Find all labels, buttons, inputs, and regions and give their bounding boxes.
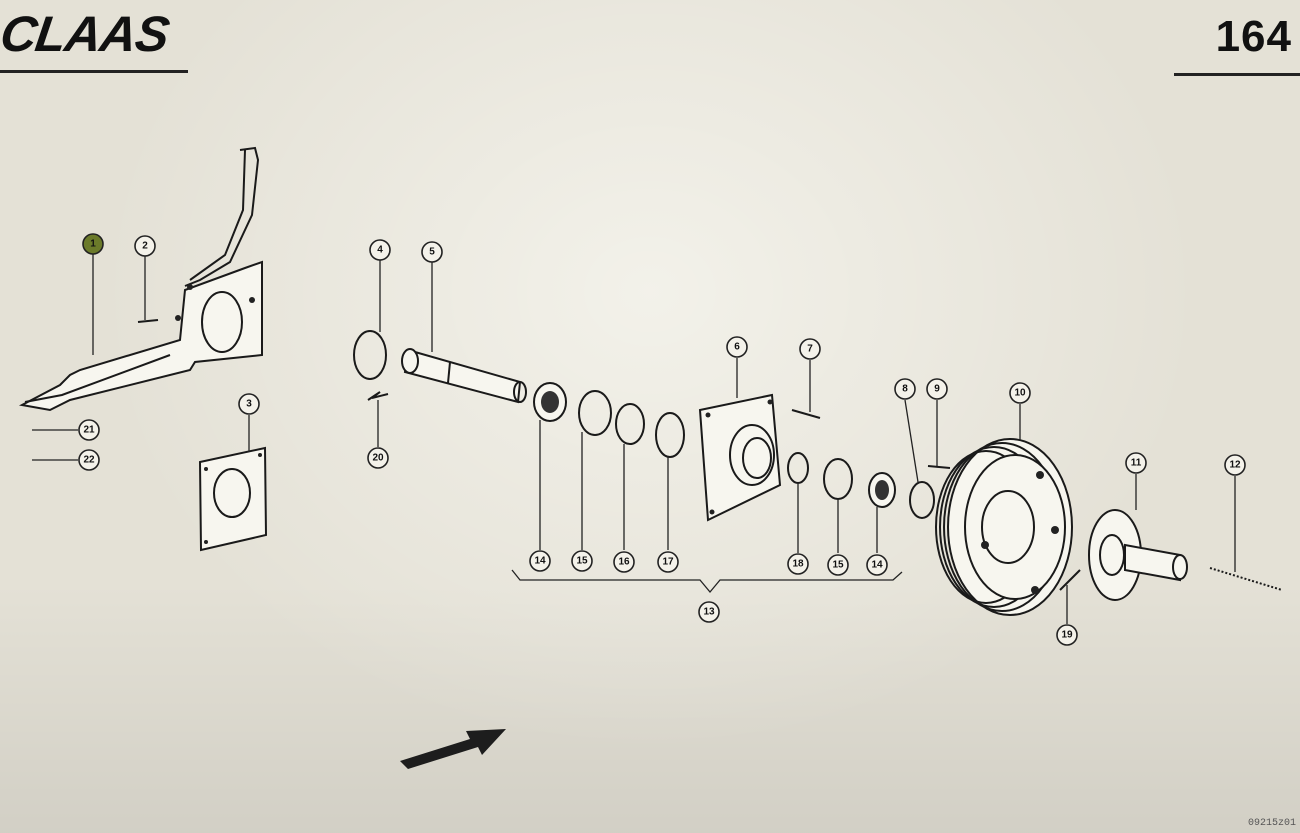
svg-text:7: 7 [807, 344, 813, 355]
svg-text:2: 2 [142, 241, 148, 252]
svg-text:19: 19 [1061, 630, 1073, 641]
callout-6: 6 [726, 336, 748, 358]
callout-5: 5 [421, 241, 443, 263]
callout-14b: 14 [866, 554, 888, 576]
callout-17: 17 [657, 551, 679, 573]
part-19 [1059, 569, 1081, 591]
callout-14: 14 [529, 550, 551, 572]
page-number: 164 [1215, 12, 1292, 61]
svg-text:3: 3 [246, 399, 252, 410]
svg-text:18: 18 [792, 559, 804, 570]
part-oring-4 [353, 330, 387, 380]
callout-15: 15 [571, 550, 593, 572]
svg-text:13: 13 [703, 607, 715, 618]
part-bearing-14b [868, 472, 896, 508]
callout-10: 10 [1009, 382, 1031, 404]
header-rule-right [1174, 73, 1300, 76]
part-ring-15 [578, 390, 612, 436]
callout-18: 18 [787, 553, 809, 575]
callout-1: 1 [82, 233, 104, 255]
part-ring-17 [655, 412, 685, 458]
callout-13: 13 [698, 601, 720, 623]
part-housing-6 [698, 393, 782, 522]
callout-15b: 15 [827, 554, 849, 576]
callout-22: 22 [78, 449, 100, 471]
callout-9: 9 [926, 378, 948, 400]
svg-text:15: 15 [832, 560, 844, 571]
svg-text:12: 12 [1229, 460, 1241, 471]
callout-11: 11 [1125, 452, 1147, 474]
svg-text:11: 11 [1131, 458, 1142, 469]
part-hub-11 [1088, 509, 1188, 601]
callout-7: 7 [799, 338, 821, 360]
part-ring-15b [823, 458, 853, 500]
part-bolt-7 [791, 409, 821, 419]
svg-text:16: 16 [618, 557, 630, 568]
svg-text:22: 22 [83, 455, 95, 466]
callout-20: 20 [367, 447, 389, 469]
callout-16: 16 [613, 551, 635, 573]
svg-text:17: 17 [662, 557, 674, 568]
svg-text:5: 5 [429, 247, 435, 258]
footer-right-code: 09215z01 [1247, 818, 1296, 829]
part-pulley-10 [935, 438, 1073, 616]
svg-text:15: 15 [576, 556, 588, 567]
part-bolt-2 [137, 319, 159, 323]
svg-text:20: 20 [372, 453, 384, 464]
part-rod-12 [1209, 567, 1283, 591]
group-bracket-13 [511, 569, 903, 594]
svg-text:9: 9 [934, 384, 940, 395]
svg-text:14: 14 [871, 560, 883, 571]
part-gasket [198, 446, 268, 552]
callout-19: 19 [1056, 624, 1078, 646]
svg-text:4: 4 [377, 245, 383, 256]
callout-12: 12 [1224, 454, 1246, 476]
svg-text:6: 6 [734, 342, 740, 353]
part-key-9 [927, 465, 951, 469]
part-shaft-5 [401, 348, 527, 404]
part-ring-18 [787, 452, 809, 484]
svg-text:21: 21 [83, 425, 95, 436]
callout-3: 3 [238, 393, 260, 415]
part-ring-16 [615, 403, 645, 445]
svg-text:8: 8 [902, 384, 908, 395]
part-bracket [18, 146, 263, 412]
part-ring-8 [909, 481, 935, 519]
callout-2: 2 [134, 235, 156, 257]
header-rule-left [0, 70, 188, 73]
svg-text:1: 1 [90, 239, 96, 250]
callout-4: 4 [369, 239, 391, 261]
svg-text:10: 10 [1014, 388, 1026, 399]
callout-21: 21 [78, 419, 100, 441]
part-spring-20 [367, 391, 389, 401]
svg-text:14: 14 [534, 556, 546, 567]
part-bearing-14 [533, 382, 567, 422]
arrow-icon [400, 729, 506, 769]
callout-8: 8 [894, 378, 916, 400]
